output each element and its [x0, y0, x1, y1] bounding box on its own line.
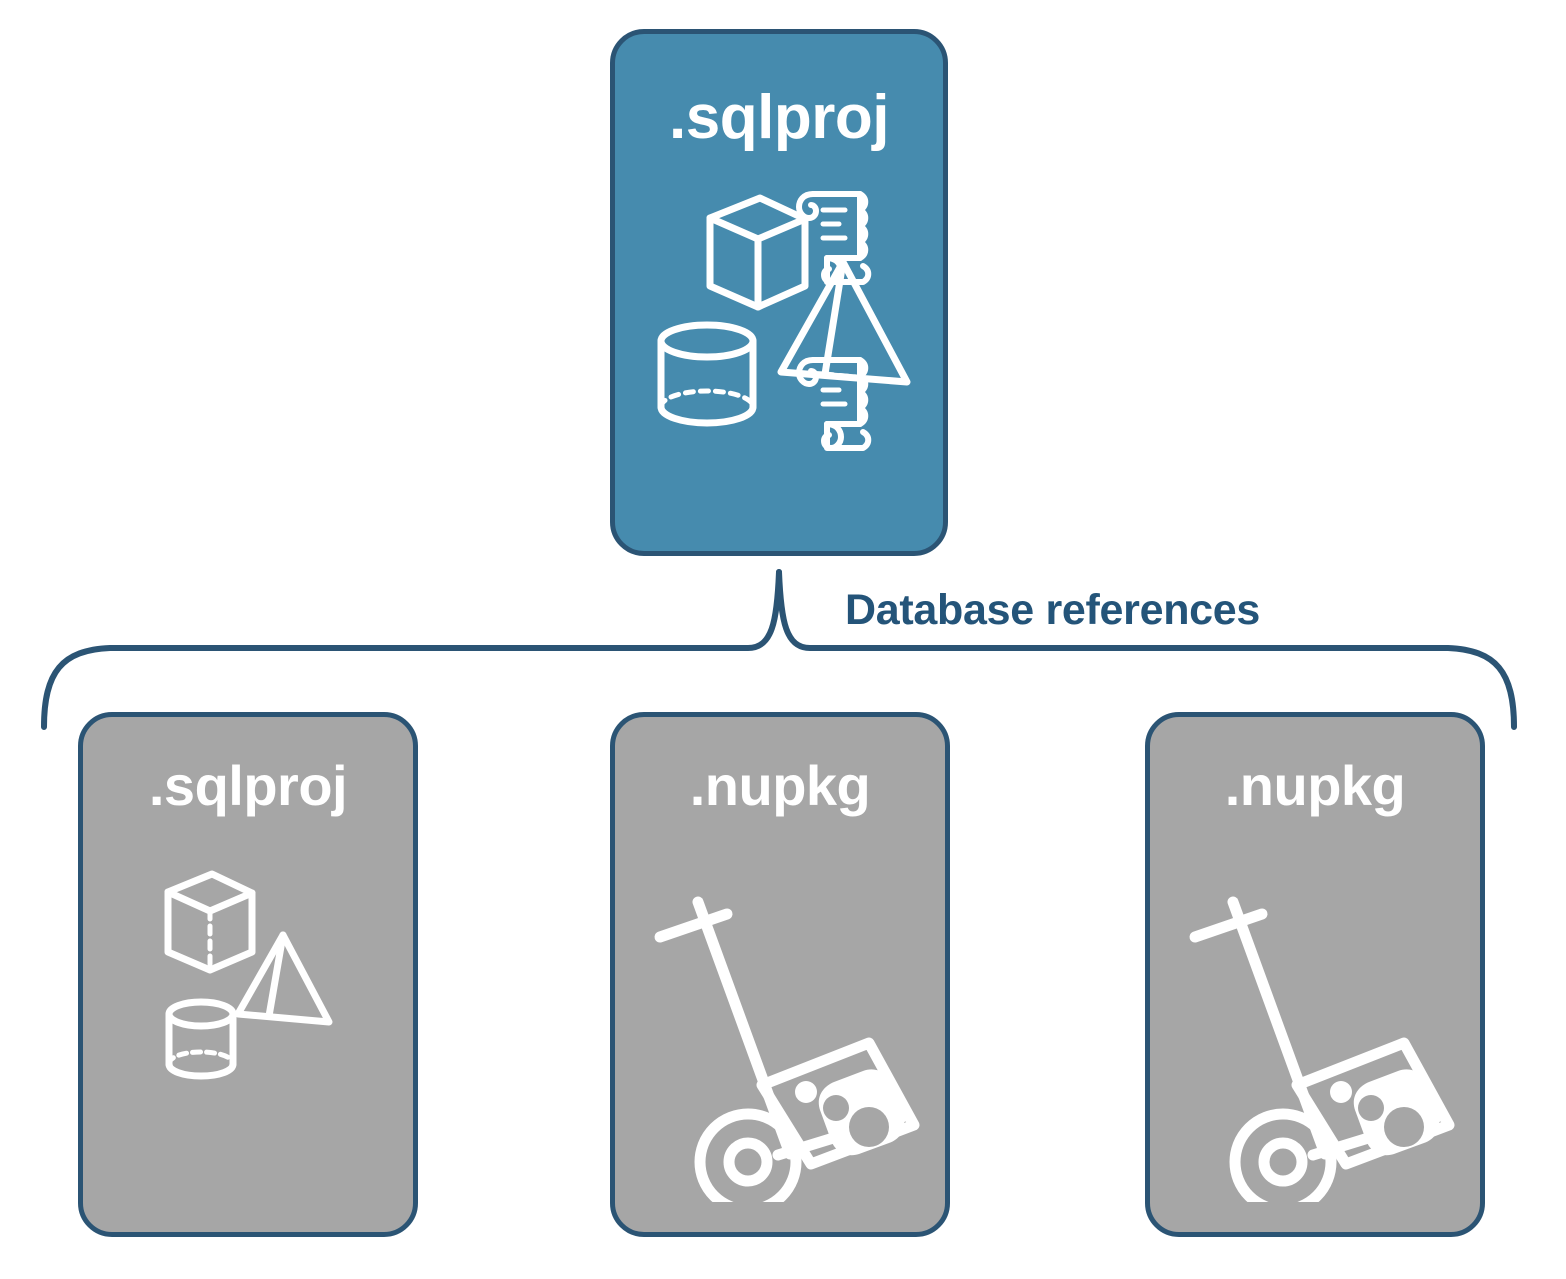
node-ref-nupkg-1-artwork: [615, 842, 945, 1216]
node-ref-nupkg-2-label: .nupkg: [1224, 754, 1406, 817]
node-ref-nupkg-1[interactable]: .nupkg: [610, 712, 950, 1237]
node-root-artwork: [615, 174, 943, 454]
node-ref-nupkg-2-artwork: [1150, 842, 1480, 1216]
pyramid-icon: [234, 931, 333, 1026]
node-ref-sqlproj-artwork: [83, 842, 413, 1202]
node-ref-sqlproj-label: .sqlproj: [148, 754, 348, 817]
scroll-icon: [796, 191, 872, 285]
node-ref-nupkg-2[interactable]: .nupkg: [1145, 712, 1485, 1237]
connector-label: Database references: [845, 586, 1260, 634]
cube-icon: [706, 194, 809, 311]
cube-icon: [164, 870, 256, 974]
node-ref-sqlproj[interactable]: .sqlproj: [78, 712, 418, 1237]
nuget-package-cart-icon: [654, 896, 920, 1216]
scroll-icon: [796, 357, 872, 451]
node-root-sqlproj[interactable]: .sqlproj: [610, 29, 948, 556]
cylinder-icon: [657, 321, 757, 427]
node-ref-nupkg-1-label: .nupkg: [689, 754, 871, 817]
curly-brace-connector: [41, 569, 1517, 730]
cylinder-icon: [165, 998, 237, 1080]
node-root-label: .sqlproj: [669, 83, 889, 152]
nuget-package-cart-icon: [1189, 896, 1455, 1216]
